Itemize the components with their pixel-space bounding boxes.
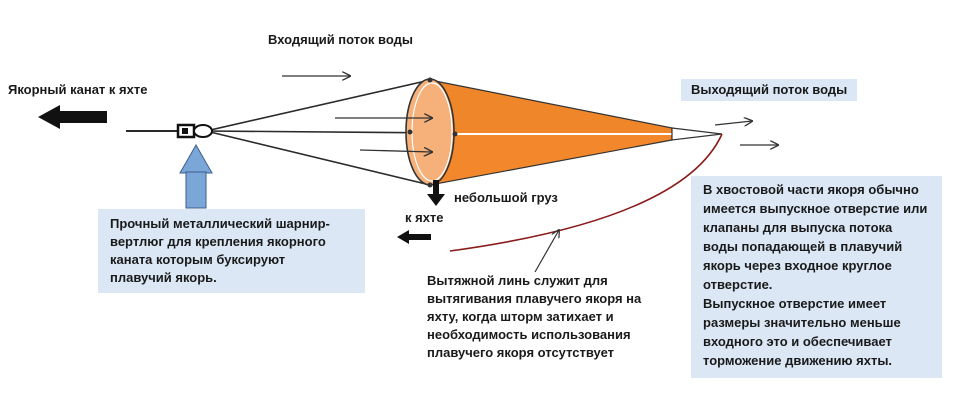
swivel-text-line: Прочный металлический шарнир- [110, 216, 330, 231]
tripping-text-line: плавучего якоря отсутствует [427, 345, 615, 360]
tripping-line [449, 133, 723, 252]
to-yacht-label: к яхте [405, 210, 444, 225]
tripping-line-pointer [534, 230, 559, 273]
tail-text-line: отверстие. [703, 277, 773, 292]
drogue-cone [405, 77, 723, 188]
swivel-pointer-arrow [179, 143, 213, 209]
tail-text-line: клапаны для выпуска потока [703, 220, 893, 235]
outgoing-flow-label: Выходящий поток воды [681, 79, 858, 101]
swivel-text-line: вертлюг для крепления якорного [110, 234, 326, 249]
pull-line-direction-arrow [397, 230, 431, 244]
weight-arrow [427, 180, 445, 206]
tripping-text-line: необходимость использования [427, 327, 631, 342]
tripping-text-line: вытягивания плавучего якоря на [427, 291, 642, 306]
outflow-arrows [714, 121, 778, 145]
tail-text-line: имеется выпускное отверстие или [703, 201, 928, 216]
tripping-text-line: Вытяжной линь служит для [427, 273, 608, 288]
small-weight-label: небольшой груз [454, 190, 558, 205]
cone-tail [671, 127, 723, 141]
tripping-text-line: яхту, когда шторм затихает и [427, 309, 614, 324]
tail-text-line: В хвостовой части якоря обычно [703, 182, 919, 197]
cone-mouth-ring [405, 78, 455, 186]
tripping-line-note: Вытяжной линь служит для вытягивания пла… [427, 272, 667, 362]
tail-text-line: входного это и обеспечивает [703, 334, 892, 349]
swivel-text-line: каната которым буксируют [110, 252, 286, 267]
swivel-description-box: Прочный металлический шарнир- вертлюг дл… [98, 209, 365, 293]
tail-text-line: размеры значительно меньше [703, 315, 901, 330]
tail-text-line: воды попадающей в плавучий [703, 239, 903, 254]
incoming-flow-label: Входящий поток воды [268, 32, 413, 47]
cone-top [428, 79, 673, 135]
tail-description-box: В хвостовой части якоря обычно имеется в… [691, 176, 942, 378]
anchor-rope-label: Якорный канат к яхте [8, 82, 148, 97]
rope-direction-arrow [38, 105, 107, 129]
cone-bottom [428, 133, 673, 186]
swivel-text-line: плавучий якорь. [110, 270, 217, 285]
tail-text-line: якорь через входное круглое [703, 258, 892, 273]
tail-text-line: Выпускное отверстие имеет [703, 296, 887, 311]
inflow-arrows [282, 76, 432, 152]
swivel [176, 123, 213, 139]
tail-text-line: торможение движению яхты. [703, 353, 893, 368]
